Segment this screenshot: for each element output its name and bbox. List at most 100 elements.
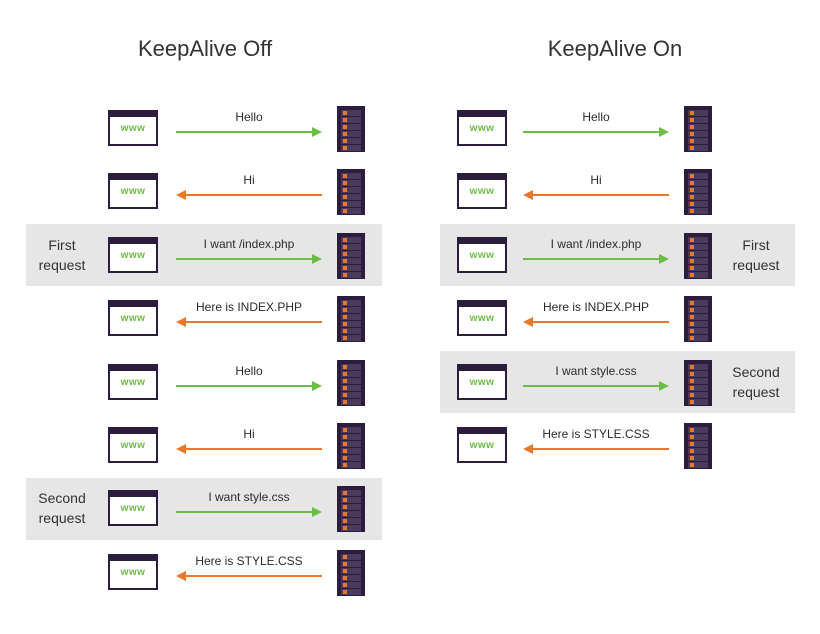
browser-www-label: www bbox=[120, 566, 146, 578]
server-slot bbox=[688, 180, 708, 187]
message-label: Hi bbox=[243, 173, 255, 188]
browser-title-bar bbox=[110, 555, 156, 561]
message-label: I want style.css bbox=[208, 490, 290, 505]
server-slot bbox=[341, 257, 361, 264]
server-slot bbox=[688, 455, 708, 461]
server-slot bbox=[341, 328, 361, 335]
server-slot bbox=[688, 321, 708, 328]
response-arrow bbox=[176, 570, 322, 581]
second-request-note: Second request bbox=[38, 490, 86, 526]
request-arrow bbox=[176, 507, 322, 518]
arrow-head bbox=[176, 317, 186, 328]
first-request-highlight bbox=[26, 224, 382, 286]
server-slot bbox=[688, 398, 708, 405]
response-arrow bbox=[523, 444, 669, 454]
browser-www-label: www bbox=[120, 440, 146, 451]
server-slot bbox=[341, 490, 361, 497]
browser-www-label: www bbox=[469, 123, 495, 134]
server-icon bbox=[337, 169, 365, 216]
message-label: Here is STYLE.CSS bbox=[542, 427, 650, 441]
server-slot bbox=[688, 131, 708, 137]
request-arrow bbox=[523, 253, 669, 264]
browser-www-label: www bbox=[469, 376, 495, 388]
browser-icon: www bbox=[108, 300, 158, 337]
message-label: I want /index.php bbox=[550, 236, 642, 251]
browser-icon: www bbox=[108, 427, 158, 463]
server-slot bbox=[341, 138, 361, 144]
server-icon bbox=[337, 232, 365, 279]
browser-title-bar bbox=[110, 238, 156, 244]
server-slot bbox=[341, 525, 361, 532]
server-slot bbox=[341, 321, 361, 328]
server-icon bbox=[337, 486, 365, 533]
arrow-head bbox=[312, 380, 322, 391]
browser-title-bar bbox=[459, 112, 505, 117]
server-slot bbox=[341, 511, 361, 518]
server-icon bbox=[337, 549, 365, 596]
server-slot bbox=[341, 201, 361, 208]
server-slot bbox=[688, 462, 708, 468]
browser-icon: www bbox=[457, 300, 507, 337]
message-label: Here is INDEX.PHP bbox=[195, 300, 303, 315]
browser-title-bar bbox=[459, 238, 505, 244]
server-slot bbox=[341, 194, 361, 201]
server-slot bbox=[341, 448, 361, 454]
server-icon bbox=[337, 359, 365, 406]
server-slot bbox=[341, 131, 361, 137]
message-label: Hello bbox=[235, 110, 263, 124]
server-slot bbox=[341, 560, 361, 567]
arrow-head bbox=[176, 190, 186, 201]
server-slot bbox=[341, 455, 361, 461]
server-icon bbox=[684, 169, 712, 216]
server-icon bbox=[684, 296, 712, 343]
panel-title: KeepAlive Off bbox=[137, 36, 273, 61]
browser-title-bar bbox=[110, 365, 156, 371]
server-slot bbox=[688, 145, 708, 151]
browser-title-bar bbox=[110, 492, 156, 498]
server-slot bbox=[341, 271, 361, 278]
arrow-head bbox=[659, 127, 669, 137]
browser-title-bar bbox=[110, 112, 156, 117]
server-slot bbox=[341, 363, 361, 370]
response-arrow bbox=[523, 317, 669, 328]
arrow-head bbox=[659, 380, 669, 391]
message-label: I want style.css bbox=[555, 363, 637, 378]
server-slot bbox=[341, 236, 361, 243]
server-slot bbox=[341, 398, 361, 405]
message-row: www Here is STYLE.CSS bbox=[410, 423, 820, 473]
server-slot bbox=[341, 377, 361, 384]
message-label: Here is INDEX.PHP bbox=[542, 300, 650, 315]
browser-icon: www bbox=[108, 363, 158, 400]
server-slot bbox=[688, 427, 708, 433]
first-request-note: First request bbox=[38, 237, 86, 273]
server-slot bbox=[688, 441, 708, 447]
browser-www-label: www bbox=[120, 313, 146, 325]
arrow-head bbox=[312, 507, 322, 518]
request-arrow bbox=[523, 127, 669, 137]
server-slot bbox=[688, 314, 708, 321]
server-slot bbox=[688, 335, 708, 342]
server-slot bbox=[341, 504, 361, 511]
browser-icon: www bbox=[457, 427, 507, 463]
server-slot bbox=[341, 574, 361, 581]
server-slot bbox=[341, 384, 361, 391]
request-arrow bbox=[176, 380, 322, 391]
browser-www-label: www bbox=[469, 186, 495, 198]
server-slot bbox=[341, 497, 361, 504]
server-slot bbox=[688, 264, 708, 271]
response-arrow bbox=[523, 190, 669, 201]
server-slot bbox=[688, 370, 708, 377]
keepalive-on-panel: KeepAlive On First request Second reques… bbox=[410, 0, 820, 634]
server-slot bbox=[341, 518, 361, 525]
server-slot bbox=[341, 110, 361, 116]
browser-title-bar bbox=[459, 302, 505, 308]
server-slot bbox=[688, 138, 708, 144]
server-slot bbox=[341, 264, 361, 271]
